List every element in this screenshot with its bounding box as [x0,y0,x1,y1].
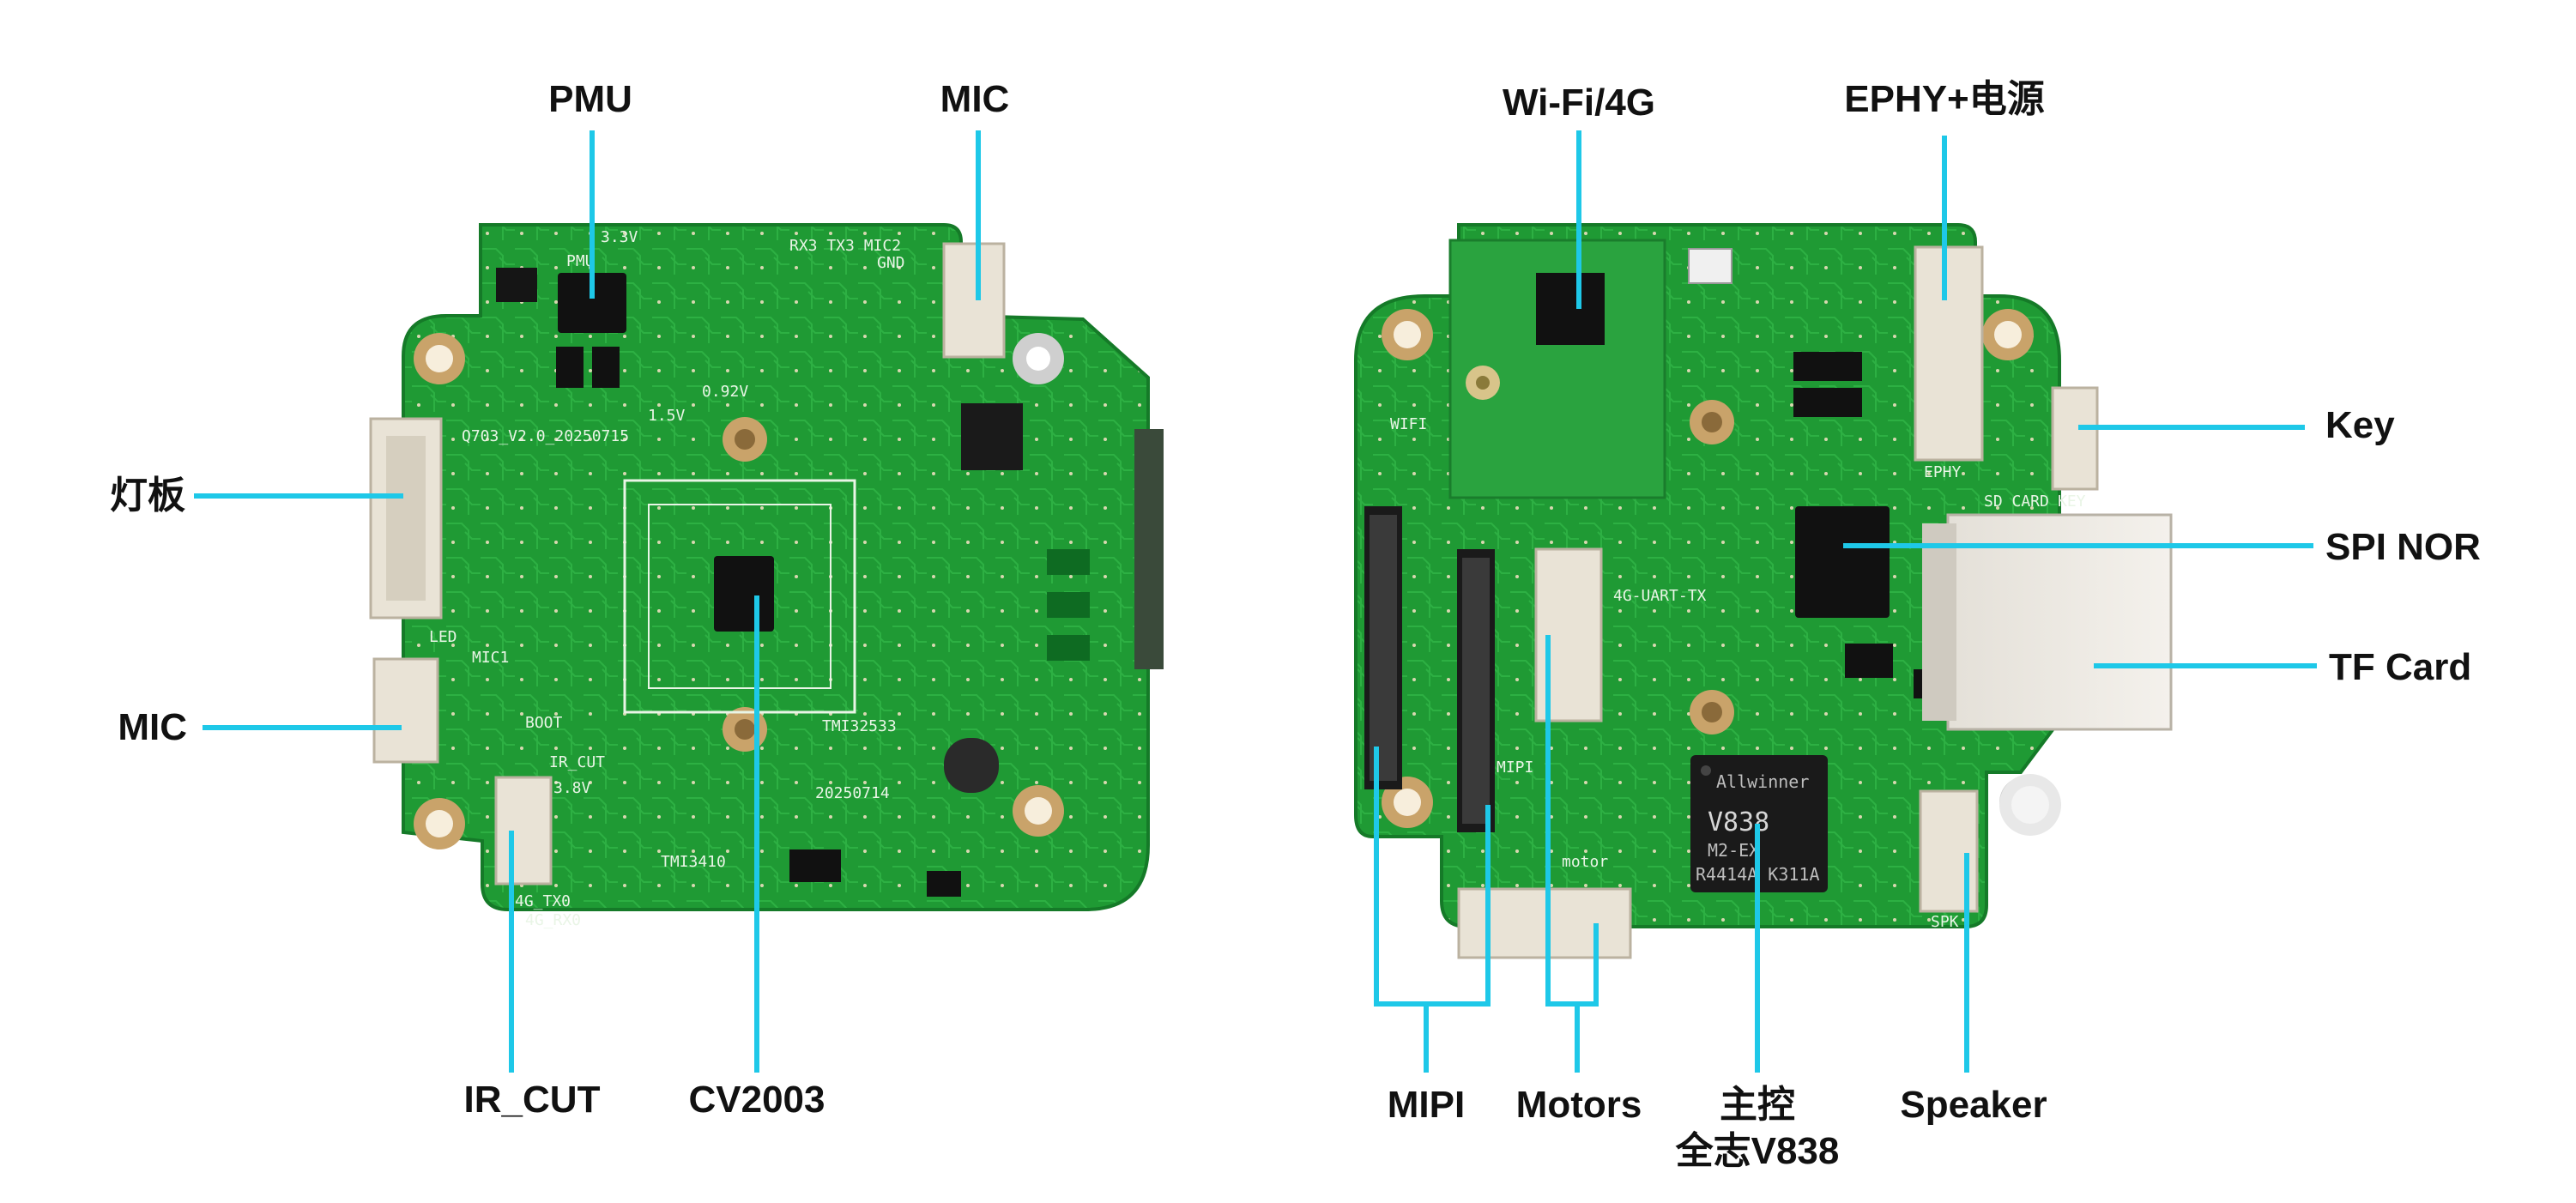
mounting-hole [723,417,767,462]
mounting-hole [1690,690,1734,734]
left-pcb: PMU 3.3V RX3 TX3 MIC2 GND 1.5V 0.92V Q70… [369,223,1164,929]
mounting-hole [1982,309,2034,360]
label-wifi-4g: Wi-Fi/4G [1502,82,1656,124]
mounting-hole [723,707,767,752]
mounting-hole [1013,333,1064,384]
silk-pmu: PMU [566,252,595,270]
ir-cut-connector [494,776,553,886]
silk-1v5: 1.5V [648,407,686,425]
label-pmu: PMU [548,78,632,120]
silk-rx-tx: RX3 TX3 MIC2 [789,237,901,255]
label-ir-cut: IR_CUT [463,1079,601,1121]
silk-ircut: IR_CUT [549,753,605,771]
silk-sd-card: SD CARD [1984,493,2049,511]
silk-tmi1: TMI32533 [822,717,897,735]
silk-motor: motor [1562,853,1608,871]
sensor-frame [623,479,856,714]
label-speaker: Speaker [1900,1084,2047,1126]
label-spi-nor: SPI NOR [2325,526,2481,568]
key-connector [2051,386,2099,491]
label-cv2003: CV2003 [688,1079,825,1121]
chip-line2: M2-EX [1708,840,1759,861]
mounting-hole [1382,309,1433,360]
mounting-hole [1690,400,1734,444]
label-main-ctrl-line2: 全志V838 [1675,1130,1840,1172]
mic1-connector [372,657,439,764]
cv2003-chip [714,556,774,632]
label-key: Key [2325,404,2395,446]
pmu-chip [558,273,626,333]
silk-key: KEY [2058,493,2086,511]
silk-4g-tx0: 4G_TX0 [515,892,571,910]
label-motors: Motors [1515,1084,1642,1126]
silk-uart: 4G-UART-TX [1613,587,1707,605]
mounting-hole [414,798,465,849]
chip-name: V838 [1708,807,1769,837]
silk-mipi: MIPI [1497,759,1533,777]
speaker-pad [1999,774,2061,836]
silk-3v3: 3.3V [601,228,638,246]
tf-card-slot [1946,513,2173,731]
silk-board-id: Q703_V2.0_20250715 [462,427,629,445]
silk-spk: SPK [1931,913,1959,931]
silk-ephy: EPHY [1924,463,1962,481]
label-mic-left: MIC [118,706,187,748]
ephy-connector [1914,245,1984,462]
label-mipi: MIPI [1387,1084,1466,1126]
label-main-ctrl-line1: 主控 [1720,1084,1795,1126]
silk-led: LED [429,628,457,646]
label-mic-top: MIC [940,78,1010,120]
silk-wifi: WIFI [1390,415,1427,433]
silk-gnd: GND [877,254,905,272]
silk-tmi2: TMI3410 [661,853,726,871]
mounting-hole [414,333,465,384]
silk-3v8: 3.8V [553,779,591,797]
motor-connector-2 [1457,887,1632,959]
label-light-board: 灯板 [110,475,185,517]
label-ephy: EPHY+电源 [1844,78,2045,120]
left-side-connector [1134,429,1164,669]
callout-lines [194,130,2317,1073]
mounting-hole [1013,785,1064,837]
callout-line-mipi [1374,747,1491,1073]
chip-brand: Allwinner [1716,771,1809,792]
label-tf-card: TF Card [2329,646,2472,688]
right-pcb: Allwinner V838 M2-EX R4414A K311A WIFI M… [1354,223,2173,959]
silk-boot: BOOT [525,714,563,732]
silk-092v: 0.92V [702,383,748,401]
silk-mic1: MIC1 [472,649,509,667]
silk-4g-rx0: 4G_RX0 [525,911,581,929]
wifi-antenna-connector [1466,366,1500,400]
mic2-connector [942,242,1006,359]
spi-nor-chip [1795,506,1890,618]
callout-line-motors [1545,635,1599,1073]
silk-date: 20250714 [815,784,890,802]
